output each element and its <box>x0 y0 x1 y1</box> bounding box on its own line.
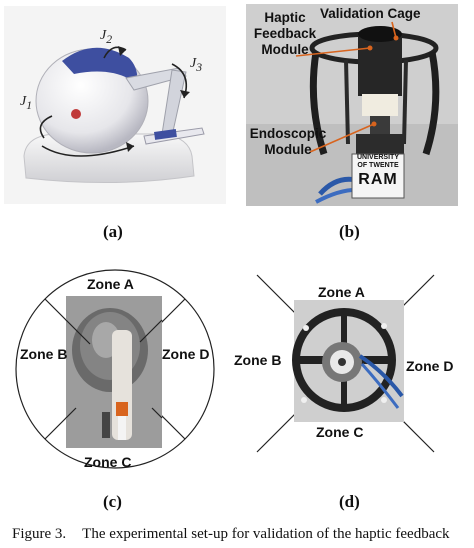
label-validation-cage: Validation Cage <box>320 6 421 21</box>
label-haptic-feedback-module: Haptic Feedback Module <box>253 10 317 57</box>
zone-c-label-d: Zone C <box>316 424 364 440</box>
zone-d-label-c: Zone D <box>162 346 210 362</box>
joint-label-j2: J2 <box>100 28 113 46</box>
sublabel-b: (b) <box>339 222 360 241</box>
validation-cage-photo: Validation Cage Haptic Feedback Module E… <box>246 4 458 206</box>
joint-label-j1: J1 <box>20 94 33 112</box>
validation-cage-illustration <box>246 4 458 206</box>
zone-b-label-c: Zone B <box>20 346 68 362</box>
figure-number: Figure 3. <box>12 526 67 542</box>
label-endoscopic-module: Endoscopic Module <box>249 126 327 157</box>
zone-b-label-d: Zone B <box>234 352 282 368</box>
haptic-device-photo: J1 J2 J3 <box>4 6 226 204</box>
zone-a-label-c: Zone A <box>87 276 134 292</box>
sublabel-c: (c) <box>103 492 122 511</box>
haptic-device-illustration <box>23 46 205 184</box>
figure-caption: Figure 3. The experimental set-up for val… <box>12 526 472 543</box>
sublabel-d: (d) <box>339 492 360 511</box>
zone-d-label-d: Zone D <box>406 358 454 374</box>
zone-c-label-c: Zone C <box>84 454 132 470</box>
zone-a-label-d: Zone A <box>318 284 365 300</box>
sublabel-a: (a) <box>103 222 123 241</box>
joint-label-j3: J3 <box>190 56 203 74</box>
zone-boundary-circle <box>15 269 215 469</box>
figure-caption-text: The experimental set-up for validation o… <box>82 526 450 542</box>
university-sign: UNIVERSITY OF TWENTE RAM <box>356 154 399 188</box>
